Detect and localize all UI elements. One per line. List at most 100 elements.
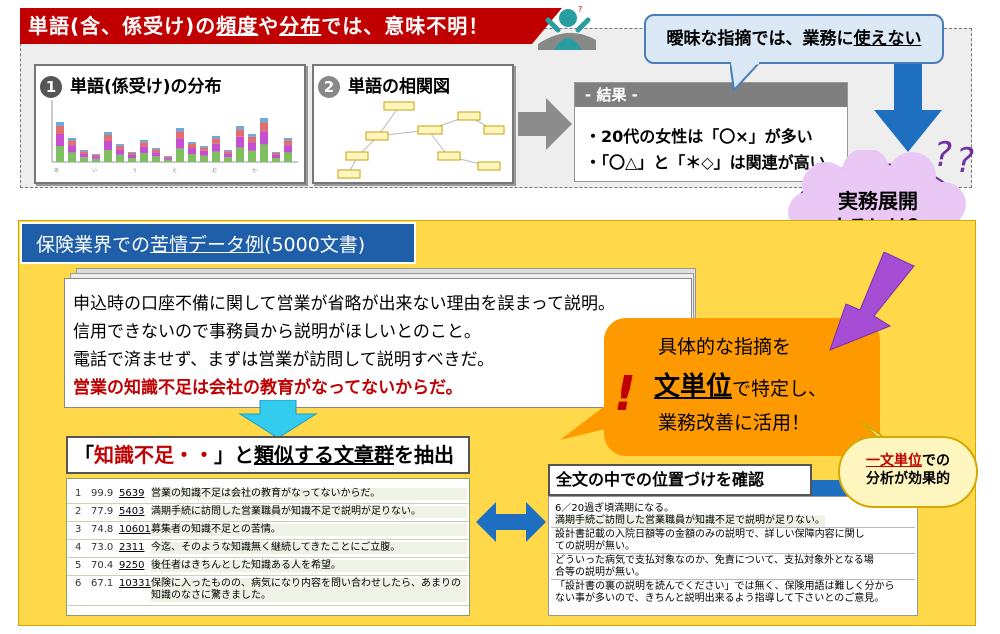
sentence-cell: 保険に入ったものの、病気になり内容を問い合わせしたら、あまりの知識のなさに驚きま… — [151, 578, 467, 602]
mini-bar — [236, 147, 244, 162]
mini-bar — [164, 157, 172, 160]
mini-bar — [56, 126, 64, 134]
extract-similar-label: 「知識不足・・」と類似する文章群を抽出 — [66, 436, 470, 474]
mini-bar — [200, 146, 208, 148]
mini-bar — [92, 154, 100, 155]
mini-bar — [248, 150, 256, 162]
mini-bar — [104, 135, 112, 141]
mini-bar — [140, 142, 148, 147]
mini-bar — [68, 140, 76, 146]
context-divider — [551, 579, 915, 580]
vague-callout: 曖昧な指摘では、業務に使えない — [644, 14, 944, 64]
bubble-suffix: での — [922, 453, 950, 469]
mini-bar — [152, 156, 160, 162]
sentence-cell: 今迄、そのような知識無く継続してきたことにご立腹。 — [151, 542, 467, 554]
mini-bar — [80, 153, 88, 158]
mini-bar — [236, 126, 244, 130]
complaint-line-1: 申込時の口座不備に関して営業が省略が出来ない理由を誤まって説明。 — [73, 294, 615, 314]
mini-bar — [224, 150, 232, 152]
mini-bar — [164, 159, 172, 162]
doc-id-link[interactable]: 9250 — [119, 560, 145, 571]
result-header: - 結果 - — [575, 83, 847, 107]
double-arrow-icon — [476, 502, 546, 542]
mini-bar — [188, 148, 196, 154]
mini-bar — [164, 156, 172, 158]
doc-id-link[interactable]: 2311 — [119, 542, 145, 553]
mini-bar — [272, 155, 280, 158]
doc-id-link[interactable]: 5403 — [119, 506, 145, 517]
mini-bar — [104, 150, 112, 162]
doc-id-link[interactable]: 10331 — [119, 578, 151, 589]
mini-bar — [56, 122, 64, 126]
mini-bar — [152, 149, 160, 153]
mini-bar — [272, 158, 280, 162]
rank-cell: 6 — [75, 578, 82, 589]
svg-text:!: ! — [614, 366, 636, 418]
mini-bar — [92, 156, 100, 159]
mini-bar — [224, 151, 232, 154]
doc-id-link[interactable]: 10601 — [119, 524, 151, 535]
title-count: (5000文書) — [264, 234, 366, 256]
mini-bar — [92, 154, 100, 157]
orange-line-1: 具体的な指摘を — [658, 336, 792, 358]
orange-line-3: 業務改善に活用！ — [658, 412, 811, 434]
result-line-2: ・「〇△」と「＊◇」は関連が高い — [585, 153, 826, 172]
score-cell: 77.9 — [91, 506, 114, 517]
context-line: どういった病気で支払対象なのか、免責について、支払対象外となる場 — [555, 555, 874, 566]
extract-similar-group: 類似する文章群 — [254, 443, 394, 467]
result-box: - 結果 - ・20代の女性は「〇×」が多い ・「〇△」と「＊◇」は関連が高い — [574, 82, 848, 182]
mini-bar — [224, 157, 232, 162]
mini-bar — [116, 145, 124, 150]
rank-cell: 2 — [75, 506, 82, 517]
extract-suffix: を抽出 — [394, 443, 454, 467]
mini-bar — [272, 152, 280, 153]
distribution-title-text: 単語(係受け)の分布 — [70, 77, 222, 97]
mini-bar — [128, 152, 136, 153]
banner-distribution: 分布 — [279, 14, 322, 38]
rank-cell: 1 — [75, 488, 82, 499]
banner-text-1: 単語(含、係受け)の — [28, 14, 217, 38]
mini-bar — [116, 149, 124, 155]
svg-text:あ: あ — [54, 168, 59, 174]
mini-bar — [248, 134, 256, 137]
svg-text:?: ? — [578, 5, 582, 14]
svg-text:う: う — [132, 168, 137, 174]
mini-bar — [188, 144, 196, 148]
mini-bar — [128, 155, 136, 158]
correlation-network-icon — [337, 101, 505, 179]
doc-id-link[interactable]: 5639 — [119, 488, 145, 499]
rank-cell: 3 — [75, 524, 82, 535]
banner-text-3: では、意味不明！ — [321, 14, 490, 38]
mini-bar — [188, 142, 196, 144]
mini-bar — [260, 118, 268, 123]
mini-bar — [68, 138, 76, 141]
complaint-line-4: 営業の知識不足は会社の教育がなってないからだ。 — [73, 378, 463, 398]
context-divider — [551, 553, 915, 554]
context-line: ての説明が無い。 — [555, 541, 635, 552]
mini-bar — [152, 148, 160, 150]
mini-bar — [224, 153, 232, 158]
top-banner-title: 単語(含、係受け)の頻度や分布では、意味不明！ — [20, 8, 532, 44]
result-line-1: ・20代の女性は「〇×」が多い — [585, 127, 813, 146]
mini-bar — [104, 132, 112, 135]
mini-bar — [176, 128, 184, 132]
svg-text:お: お — [212, 167, 217, 174]
mini-bar — [92, 158, 100, 162]
context-line: 「設計書の裏の説明を読んでください」では無く、保険用語は難しく分から — [555, 581, 895, 592]
score-cell: 73.0 — [91, 542, 114, 553]
mini-bar — [68, 145, 76, 153]
correlation-title-text: 単語の相関図 — [348, 77, 450, 97]
extract-keyword: 知識不足・・ — [94, 443, 214, 467]
full-text-context: 6／20過ぎ頃満期になる。満期手続ご訪問した営業職員が知識不足で説明が足りない。… — [548, 496, 918, 616]
mini-bar — [284, 152, 292, 162]
context-line: 合等の説明が無い。 — [555, 567, 645, 578]
mini-bar — [80, 151, 88, 154]
mini-bar — [212, 151, 220, 162]
mini-bar — [56, 134, 64, 146]
score-cell: 70.4 — [91, 560, 114, 571]
number-one-badge: 1 — [40, 76, 62, 98]
question-marks-icon: ? ? — [934, 135, 974, 176]
